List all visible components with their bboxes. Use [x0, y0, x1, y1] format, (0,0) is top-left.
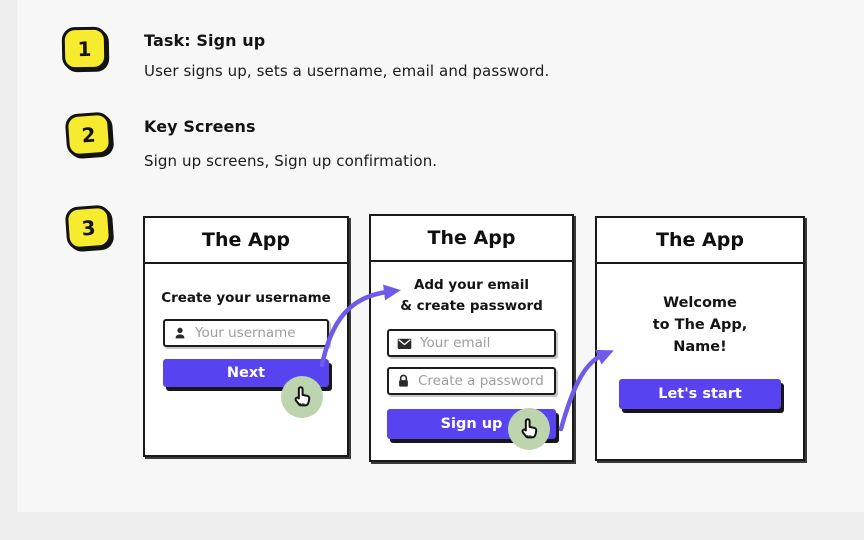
wireframe-screen-email-password: The App Add your email & create password… — [369, 214, 574, 462]
email-input[interactable]: Your email — [387, 329, 556, 357]
username-input[interactable]: Your username — [163, 319, 329, 347]
step-badge-1: 1 — [61, 26, 108, 71]
step-badge-2: 2 — [64, 111, 113, 158]
step-title-key-screens: Key Screens — [144, 117, 256, 136]
click-cursor-sign-up — [508, 408, 550, 450]
click-hand-icon — [294, 386, 311, 407]
app-title: The App — [145, 218, 347, 264]
step-description-task: User signs up, sets a username, email an… — [144, 62, 550, 80]
user-icon — [172, 325, 188, 341]
lock-icon — [396, 373, 411, 389]
wireframe-screen-welcome: The App Welcome to The App, Name! Let's … — [595, 216, 805, 461]
step-badge-3: 3 — [64, 204, 113, 251]
password-placeholder: Create a password — [418, 373, 544, 389]
envelope-icon — [396, 336, 413, 351]
email-placeholder: Your email — [420, 335, 491, 351]
screen-prompt-username: Create your username — [161, 290, 331, 306]
click-hand-icon — [521, 418, 538, 439]
app-title: The App — [371, 216, 572, 262]
step-description-key-screens: Sign up screens, Sign up confirmation. — [144, 152, 438, 170]
password-input[interactable]: Create a password — [387, 367, 556, 395]
wireframe-screen-username: The App Create your username Your userna… — [143, 216, 349, 457]
step-title-task: Task: Sign up — [144, 31, 266, 50]
app-title: The App — [597, 218, 803, 264]
lets-start-button[interactable]: Let's start — [619, 379, 781, 409]
screen-prompt-email: Add your email & create password — [400, 277, 543, 314]
username-placeholder: Your username — [195, 325, 296, 341]
click-cursor-next — [281, 376, 323, 418]
welcome-message: Welcome to The App, Name! — [652, 295, 748, 355]
